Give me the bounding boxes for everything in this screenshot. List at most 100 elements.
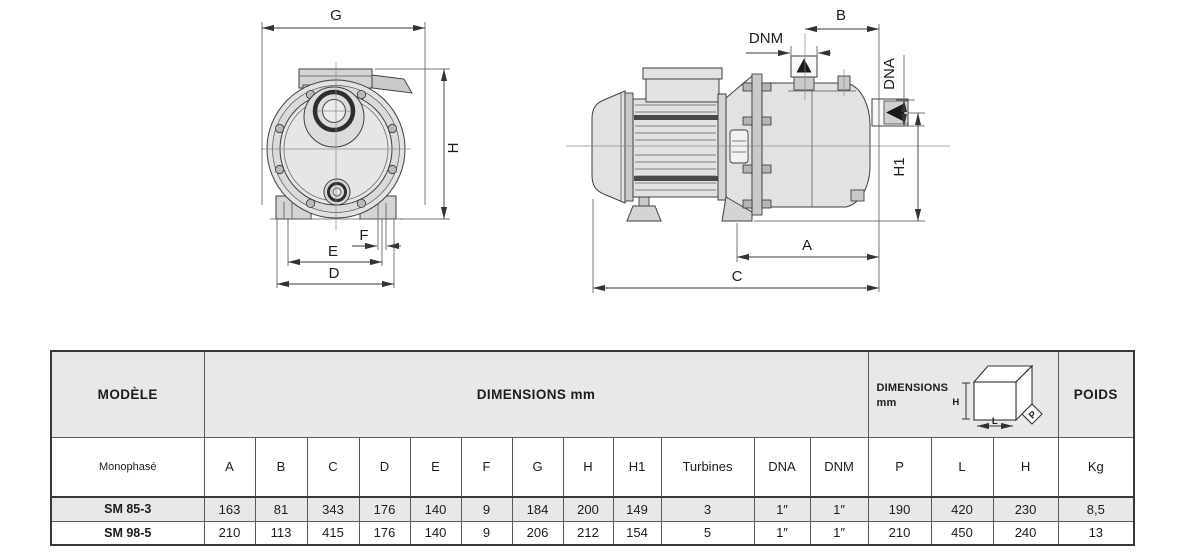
col-header-e: E [409,436,462,498]
col-header-h1: H1 [612,436,662,498]
data-cell: 176 [358,520,411,546]
header-poids: POIDS [1057,350,1135,438]
data-cell: 149 [612,496,662,522]
dimension-h: H [375,68,462,220]
data-cell: 163 [203,496,256,522]
technical-drawings: G H F E D [261,7,950,293]
spec-table: MODÈLE DIMENSIONS mm DIMENSIONS mm H [50,350,1136,546]
subheader-model-type: Monophasé [50,436,205,498]
dim-label-a: A [802,237,812,254]
col-header-p: P [867,436,932,498]
data-cell: 13 [1057,520,1135,546]
col-header-b: B [254,436,308,498]
terminal-box [645,78,720,103]
dimension-dna: DNA [881,55,925,127]
header-packaging-dimensions: DIMENSIONS mm H L P [867,350,1059,438]
data-cell: 212 [562,520,614,546]
dna-flow-arrow-icon [886,103,904,122]
data-cell: 5 [660,520,755,546]
header-dimensions-mm: DIMENSIONS mm [203,350,869,438]
drain-plug-side [850,189,865,202]
dim-label-dna: DNA [881,58,898,90]
adjustable-foot [626,205,662,222]
flange-bolts-side [742,82,772,209]
data-cell: 3 [660,496,755,522]
pump-casing [761,82,871,208]
pump-side-view: B DNM DNA H1 A [566,7,950,293]
data-cell: 210 [203,520,256,546]
box-label-h: H [953,397,960,408]
col-header-c: C [306,436,360,498]
packaging-dimensions-line1: DIMENSIONS [876,382,949,395]
col-header-turbines: Turbines [660,436,755,498]
data-cell: 1″ [753,520,811,546]
dnm-port-neck [793,76,815,91]
packaging-box-icon: H L P [953,364,1043,430]
drain-plug-ring [327,182,347,202]
dim-label-b: B [836,7,846,24]
model-name: SM 98-5 [50,520,205,546]
dimension-a: A [736,223,879,262]
front-centerlines [261,62,411,230]
data-cell: 113 [254,520,308,546]
table-row: SM 98-5 210 113 415 176 140 9 206 212 15… [50,520,1135,546]
suction-port-ring [312,89,356,133]
data-cell: 176 [358,496,411,522]
dim-label-c: C [732,268,743,285]
data-cell: 450 [930,520,994,546]
data-cell: 8,5 [1057,496,1135,522]
packaging-dimensions-line2: mm [876,397,897,410]
data-cell: 230 [992,496,1059,522]
dim-label-dnm: DNM [749,30,783,47]
dnm-flow-arrow-icon [796,58,812,73]
data-cell: 184 [511,496,564,522]
terminal-box-lid [642,67,723,80]
data-cell: 1″ [753,496,811,522]
dim-label-g: G [330,7,342,24]
model-name: SM 85-3 [50,496,205,522]
data-cell: 140 [409,520,462,546]
dim-label-d: D [329,265,340,282]
data-cell: 1″ [809,520,869,546]
dimension-h1: H1 [754,112,925,222]
dimension-b: B [804,7,880,292]
col-header-pack-h: H [992,436,1059,498]
dimension-d: D [276,219,395,288]
header-modele: MODÈLE [50,350,205,438]
flange-bolts [274,90,397,208]
col-header-l: L [930,436,994,498]
flange-plate [751,73,763,216]
data-cell: 343 [306,496,360,522]
dimension-c: C [592,199,879,293]
pump-front-view: G H F E D [261,7,462,288]
dim-label-h1: H1 [891,157,908,176]
dimension-dnm: DNM [746,30,831,58]
col-header-kg: Kg [1057,436,1135,498]
table-row: SM 85-3 163 81 343 176 140 9 184 200 149… [50,496,1135,522]
fan-cover [591,90,626,204]
packaging-dimensions-text: DIMENSIONS mm [877,381,949,411]
dim-label-e: E [328,243,338,260]
data-cell: 240 [992,520,1059,546]
foot-slots [283,202,387,219]
end-shield [717,93,727,201]
data-cell: 1″ [809,496,869,522]
dimension-e: E [287,219,383,266]
col-header-g: G [511,436,564,498]
motor-body [632,98,719,198]
bracket-window [729,129,749,164]
data-cell: 206 [511,520,564,546]
data-cell: 154 [612,520,662,546]
tie-rod-top [634,115,718,120]
tie-rod-bottom [634,176,718,181]
data-cell: 420 [930,496,994,522]
data-cell: 9 [460,520,513,546]
data-cell: 140 [409,496,462,522]
cover-ring [624,92,634,202]
box-label-l: L [992,416,998,427]
col-header-d: D [358,436,411,498]
dim-label-f: F [359,227,368,244]
col-header-f: F [460,436,513,498]
data-cell: 9 [460,496,513,522]
